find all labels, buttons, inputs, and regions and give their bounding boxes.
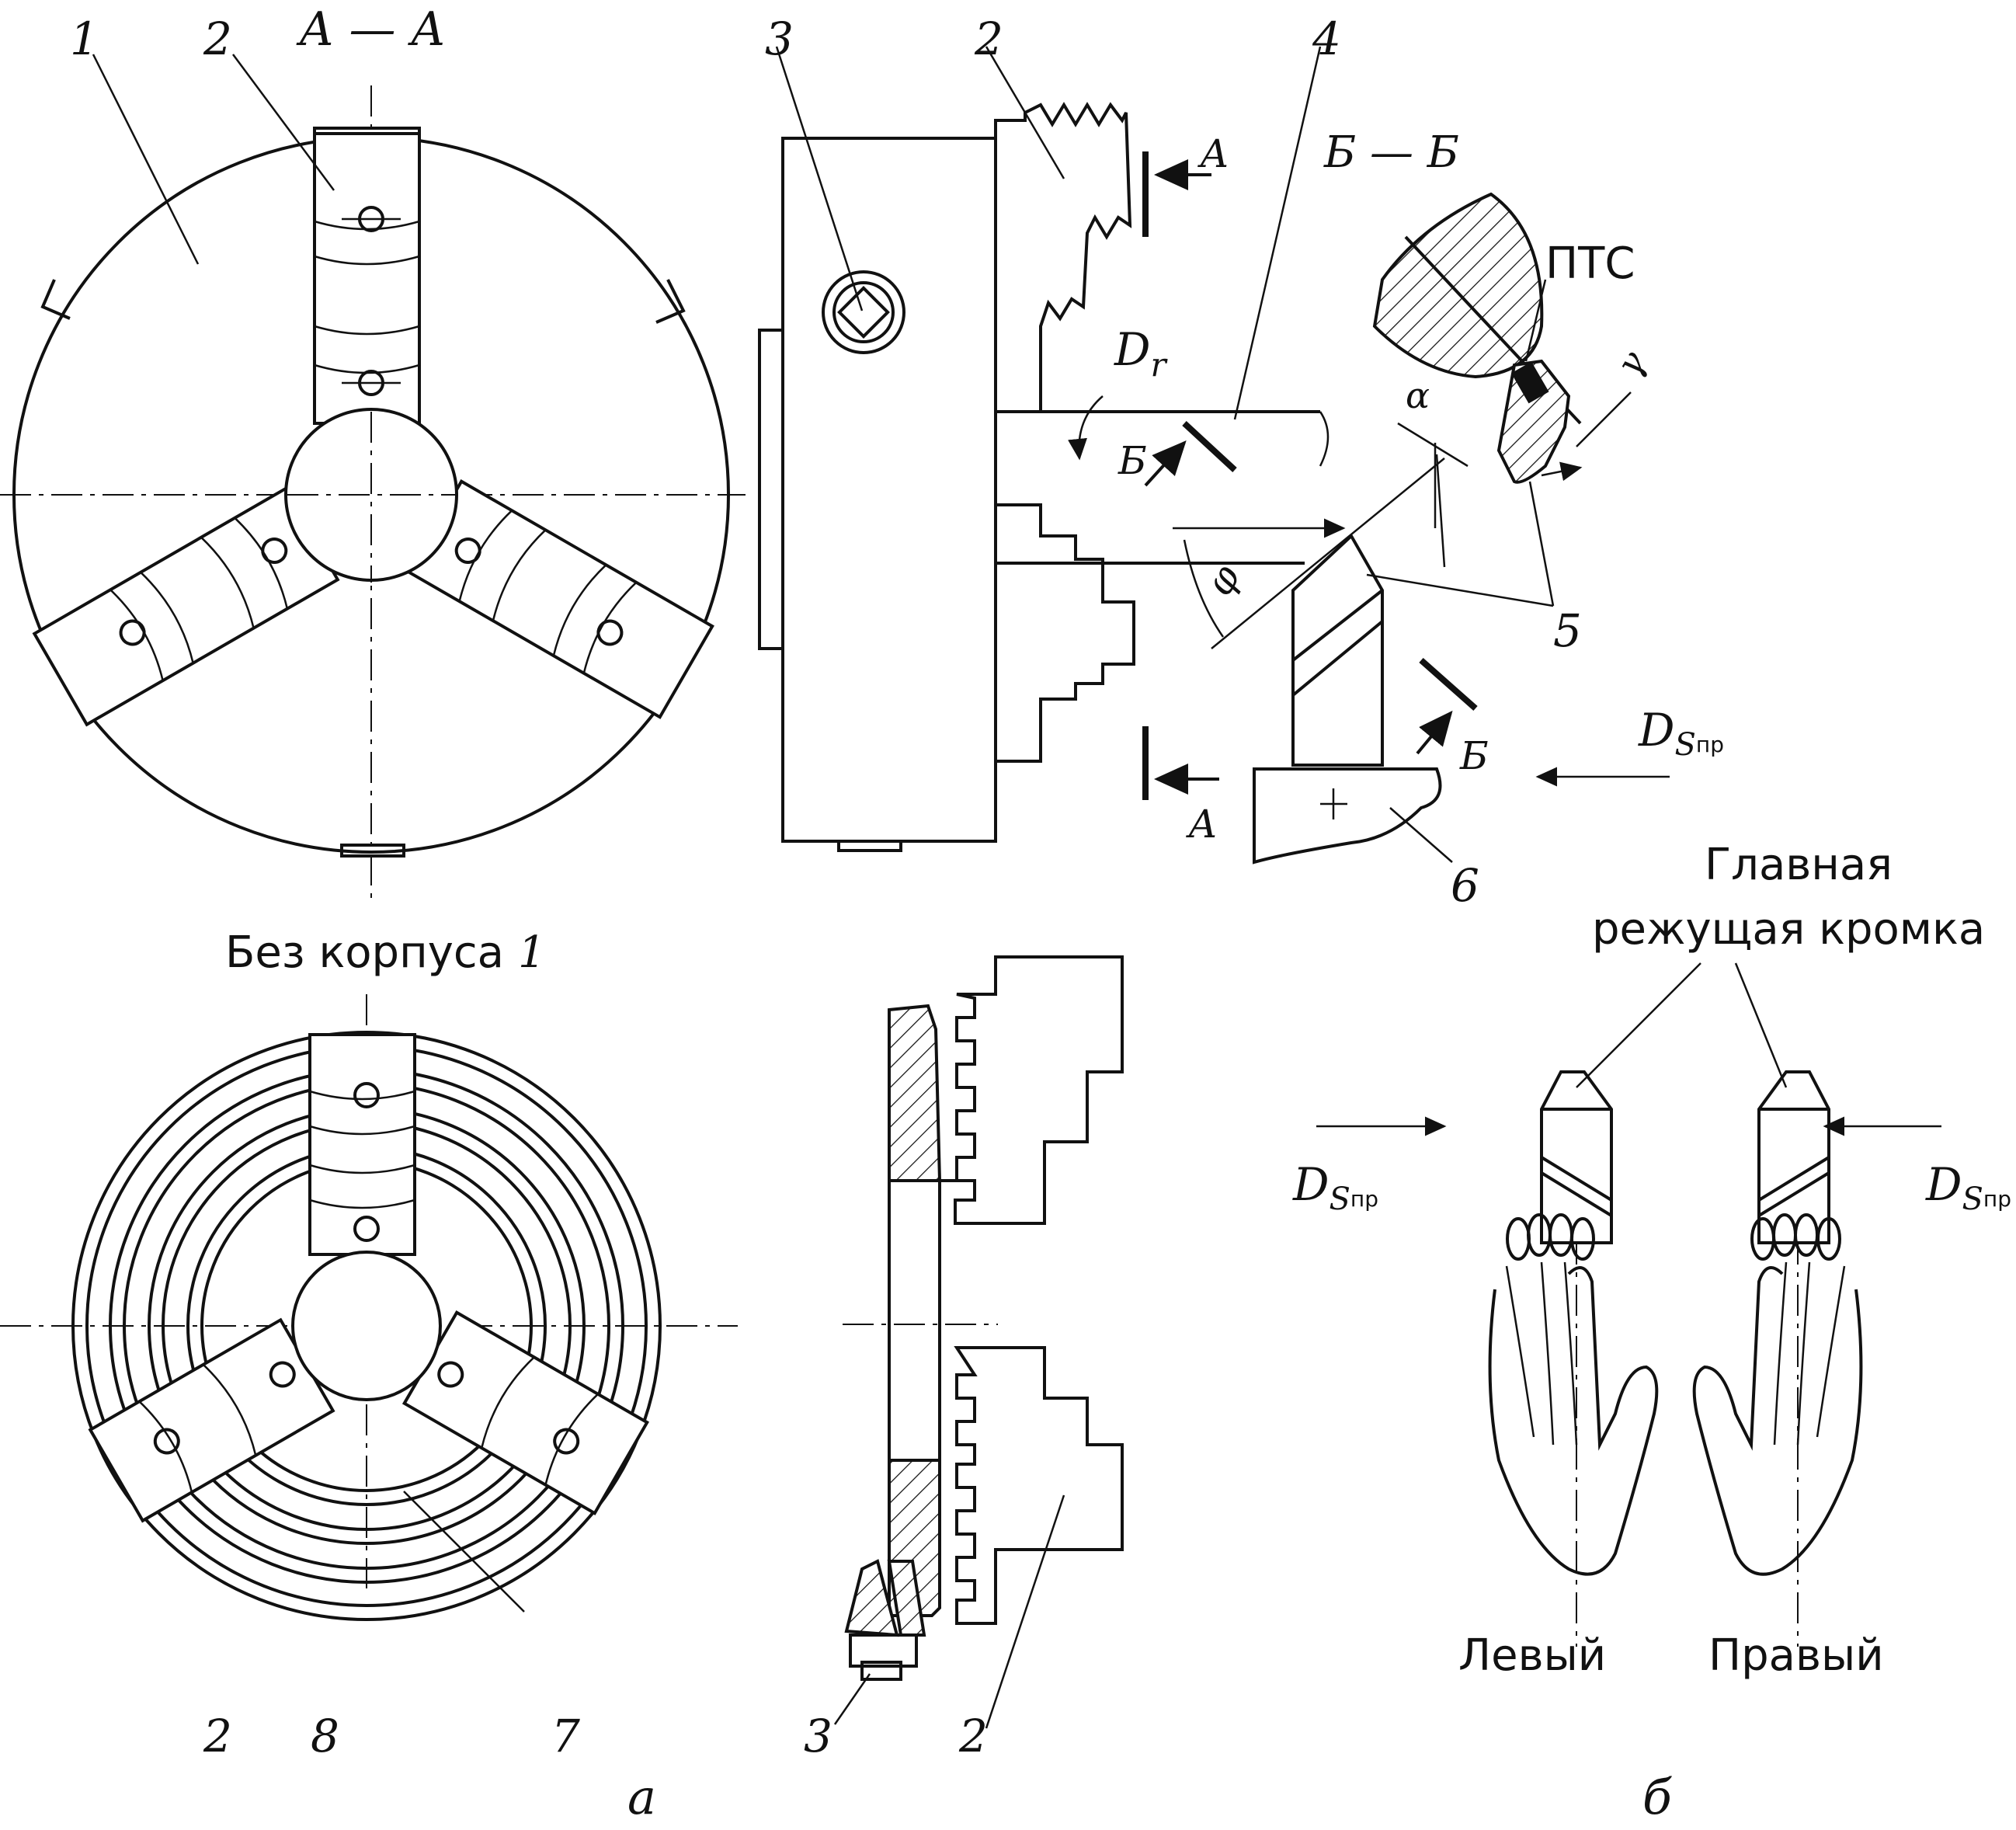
right-hand xyxy=(1692,1213,1863,1576)
label-2-bl: 2 xyxy=(203,1710,232,1762)
label-2-top: 2 xyxy=(203,12,232,65)
label-ds-left: DSпр xyxy=(1292,1158,1378,1217)
label-4: 4 xyxy=(1312,12,1341,65)
chuck-without-body xyxy=(0,994,738,1621)
label-1: 1 xyxy=(70,12,99,65)
label-3-top: 3 xyxy=(765,12,794,65)
scroll-plate-section xyxy=(833,955,1124,1729)
labels: А — А 1 2 3 2 4 А Б — Б ПТС Dr α γ Б φ 5… xyxy=(70,2,2011,1825)
label-left: Левый xyxy=(1458,1630,1606,1681)
label-main-edge-2: режущая кромка xyxy=(1592,904,1985,955)
label-pts: ПТС xyxy=(1545,238,1635,289)
label-main-edge-1: Главная xyxy=(1705,840,1893,890)
label-section-aa: А — А xyxy=(296,2,446,57)
label-alpha: α xyxy=(1406,374,1430,416)
label-ds-main: DSпр xyxy=(1638,704,1724,763)
label-arrow-a-top: А xyxy=(1197,131,1229,176)
label-fig-a: а xyxy=(627,1769,656,1825)
chuck-side-view xyxy=(758,46,1670,865)
label-right: Правый xyxy=(1708,1630,1884,1681)
label-arrow-a-bottom: А xyxy=(1186,802,1218,847)
label-arrow-b-bottom: Б xyxy=(1459,733,1489,778)
label-3-bottom: 3 xyxy=(804,1710,832,1762)
label-dr: Dr xyxy=(1114,323,1169,384)
label-7: 7 xyxy=(551,1710,580,1762)
label-fig-b: б xyxy=(1642,1769,1673,1825)
label-5: 5 xyxy=(1553,604,1582,657)
left-right-tools xyxy=(1316,962,1941,1647)
label-2-bottom: 2 xyxy=(958,1710,988,1762)
left-hand xyxy=(1488,1213,1659,1576)
label-gamma: γ xyxy=(1608,343,1655,383)
top-jaw xyxy=(313,127,421,425)
chuck-front-view xyxy=(0,54,746,905)
label-ds-right: DSпр xyxy=(1925,1158,2011,1217)
label-arrow-b-top: Б xyxy=(1117,438,1147,483)
label-2-side: 2 xyxy=(974,12,1003,65)
section-bb xyxy=(1366,192,1632,607)
label-6: 6 xyxy=(1451,859,1479,912)
label-section-bb: Б — Б xyxy=(1323,127,1459,178)
label-8: 8 xyxy=(311,1710,339,1762)
